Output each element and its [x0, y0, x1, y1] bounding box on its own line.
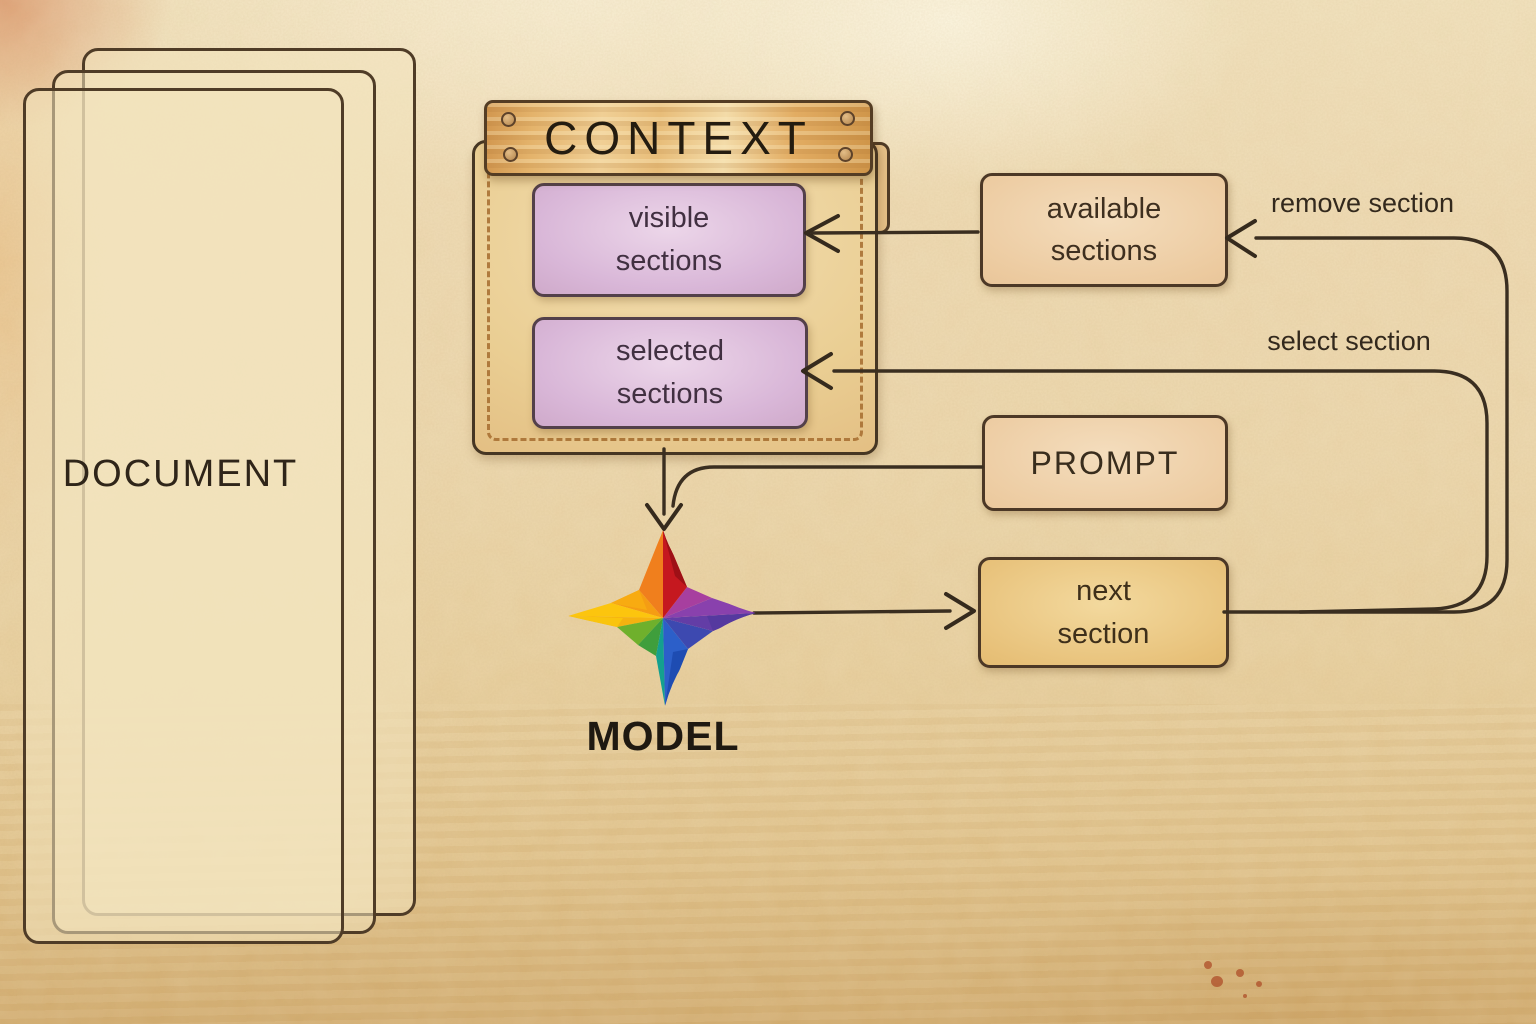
- prompt-label: PROMPT: [1030, 444, 1180, 481]
- ink-speckle: [1256, 981, 1262, 987]
- document-page-front: [23, 88, 344, 944]
- screw-icon: [838, 147, 853, 162]
- model-label: MODEL: [586, 713, 740, 759]
- ink-speckle: [1211, 976, 1223, 987]
- ink-speckle: [1243, 994, 1247, 998]
- prompt-box: PROMPT: [982, 415, 1228, 511]
- selected-sections-label: selected sections: [615, 334, 724, 411]
- context-wooden-sign: CONTEXT: [484, 100, 873, 176]
- ink-speckle: [1236, 969, 1244, 977]
- ink-speckle: [1204, 961, 1212, 969]
- next-section-label: next section: [1057, 575, 1150, 650]
- visible-sections-label: visible sections: [615, 201, 723, 278]
- next-section-box: next section: [978, 557, 1229, 668]
- screw-icon: [501, 112, 516, 127]
- screw-icon: [503, 147, 518, 162]
- visible-sections-box: visible sections: [532, 183, 806, 297]
- document-label: DOCUMENT: [62, 453, 299, 495]
- model-star-logo: [568, 530, 756, 706]
- select-section-label: select section: [1267, 326, 1431, 356]
- available-sections-box: available sections: [980, 173, 1228, 287]
- context-title: CONTEXT: [544, 112, 813, 164]
- available-sections-label: available sections: [1046, 192, 1162, 267]
- remove-section-label: remove section: [1270, 188, 1455, 218]
- selected-sections-box: selected sections: [532, 317, 808, 429]
- screw-icon: [840, 111, 855, 126]
